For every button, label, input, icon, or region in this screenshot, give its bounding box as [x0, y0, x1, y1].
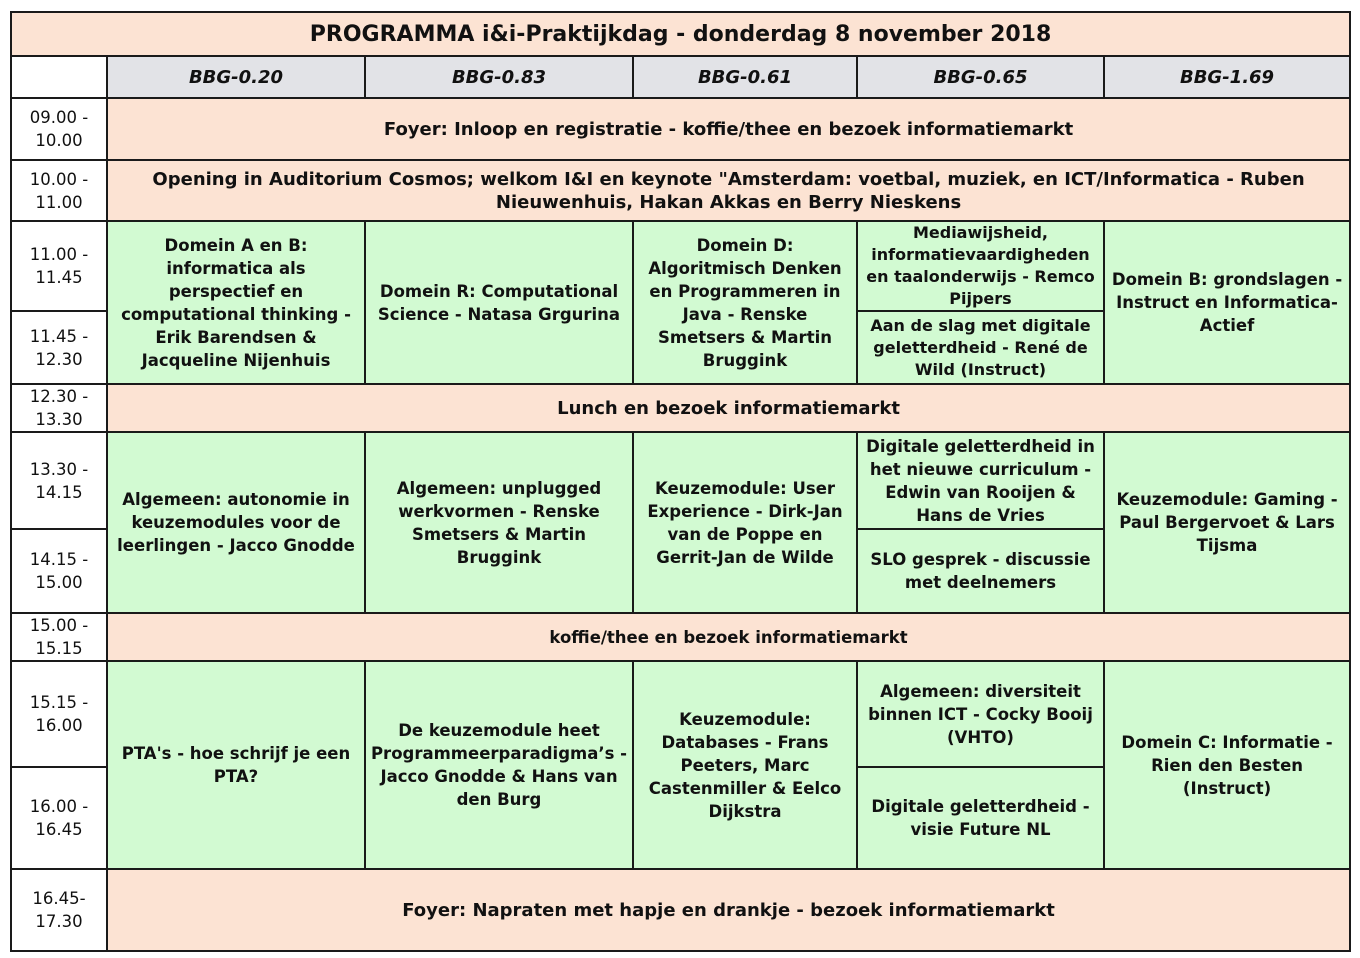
time-slot: 11.45 - 12.30 — [10, 310, 108, 385]
time-slot: 15.00 - 15.15 — [10, 612, 108, 662]
room-header-4: BBG-1.69 — [1102, 55, 1352, 99]
session-block2-bbg020: Algemeen: autonomie in keuzemodules voor… — [106, 431, 366, 614]
session-block1-bbg020: Domein A en B: informatica als perspecti… — [106, 220, 366, 385]
page-title: PROGRAMMA i&i-Praktijkdag - donderdag 8 … — [9, 11, 1352, 57]
time-slot: 13.30 - 14.15 — [10, 431, 108, 530]
session-block2-bbg065-a: Digitale geletterdheid in het nieuwe cur… — [856, 431, 1105, 530]
session-block2-bbg083: Algemeen: unplugged werkvormen - Renske … — [364, 431, 634, 614]
room-header-1: BBG-0.83 — [364, 55, 634, 99]
plenary-inloop: Foyer: Inloop en registratie - koffie/th… — [105, 97, 1352, 161]
time-slot: 10.00 - 11.00 — [10, 159, 108, 222]
time-slot: 12.30 - 13.30 — [10, 383, 108, 433]
session-block3-bbg020: PTA's - hoe schrijf je een PTA? — [106, 660, 366, 870]
session-block3-bbg083: De keuzemodule heet Programmeerparadigma… — [364, 660, 634, 870]
room-header-3: BBG-0.65 — [856, 55, 1105, 99]
session-block2-bbg061: Keuzemodule: User Experience - Dirk-Jan … — [632, 431, 858, 614]
time-slot: 15.15 - 16.00 — [10, 660, 108, 768]
time-slot: 11.00 - 11.45 — [10, 220, 108, 312]
time-slot: 14.15 - 15.00 — [10, 528, 108, 614]
room-header-0: BBG-0.20 — [106, 55, 366, 99]
plenary-opening: Opening in Auditorium Cosmos; welkom I&I… — [105, 159, 1352, 222]
room-header-2: BBG-0.61 — [632, 55, 858, 99]
session-block3-bbg061: Keuzemodule: Databases - Frans Peeters, … — [632, 660, 858, 870]
plenary-lunch: Lunch en bezoek informatiemarkt — [105, 383, 1352, 433]
time-slot: 16.00 - 16.45 — [10, 766, 108, 870]
time-slot: 09.00 - 10.00 — [10, 97, 108, 161]
plenary-napraten: Foyer: Napraten met hapje en drankje - b… — [105, 868, 1352, 952]
session-block3-bbg169: Domein C: Informatie - Rien den Besten (… — [1102, 660, 1352, 870]
session-block3-bbg065-a: Algemeen: diversiteit binnen ICT - Cocky… — [856, 660, 1105, 768]
session-block3-bbg065-b: Digitale geletterdheid - visie Future NL — [856, 766, 1105, 870]
session-block2-bbg065-b: SLO gesprek - discussie met deelnemers — [856, 528, 1105, 614]
session-block1-bbg061: Domein D: Algoritmisch Denken en Program… — [632, 220, 858, 385]
corner-cell — [10, 55, 108, 99]
session-block1-bbg169: Domein B: grondslagen - Instruct en Info… — [1102, 220, 1352, 385]
programma-table: PROGRAMMA i&i-Praktijkdag - donderdag 8 … — [9, 11, 1352, 952]
session-block2-bbg169: Keuzemodule: Gaming - Paul Bergervoet & … — [1102, 431, 1352, 614]
time-slot: 16.45- 17.30 — [10, 868, 108, 952]
session-block1-bbg065-a: Mediawijsheid, informatievaardigheden en… — [856, 220, 1105, 312]
session-block1-bbg065-b: Aan de slag met digitale geletterdheid -… — [856, 310, 1105, 385]
plenary-koffie: koffie/thee en bezoek informatiemarkt — [105, 612, 1352, 662]
session-block1-bbg083: Domein R: Computational Science - Natasa… — [364, 220, 634, 385]
